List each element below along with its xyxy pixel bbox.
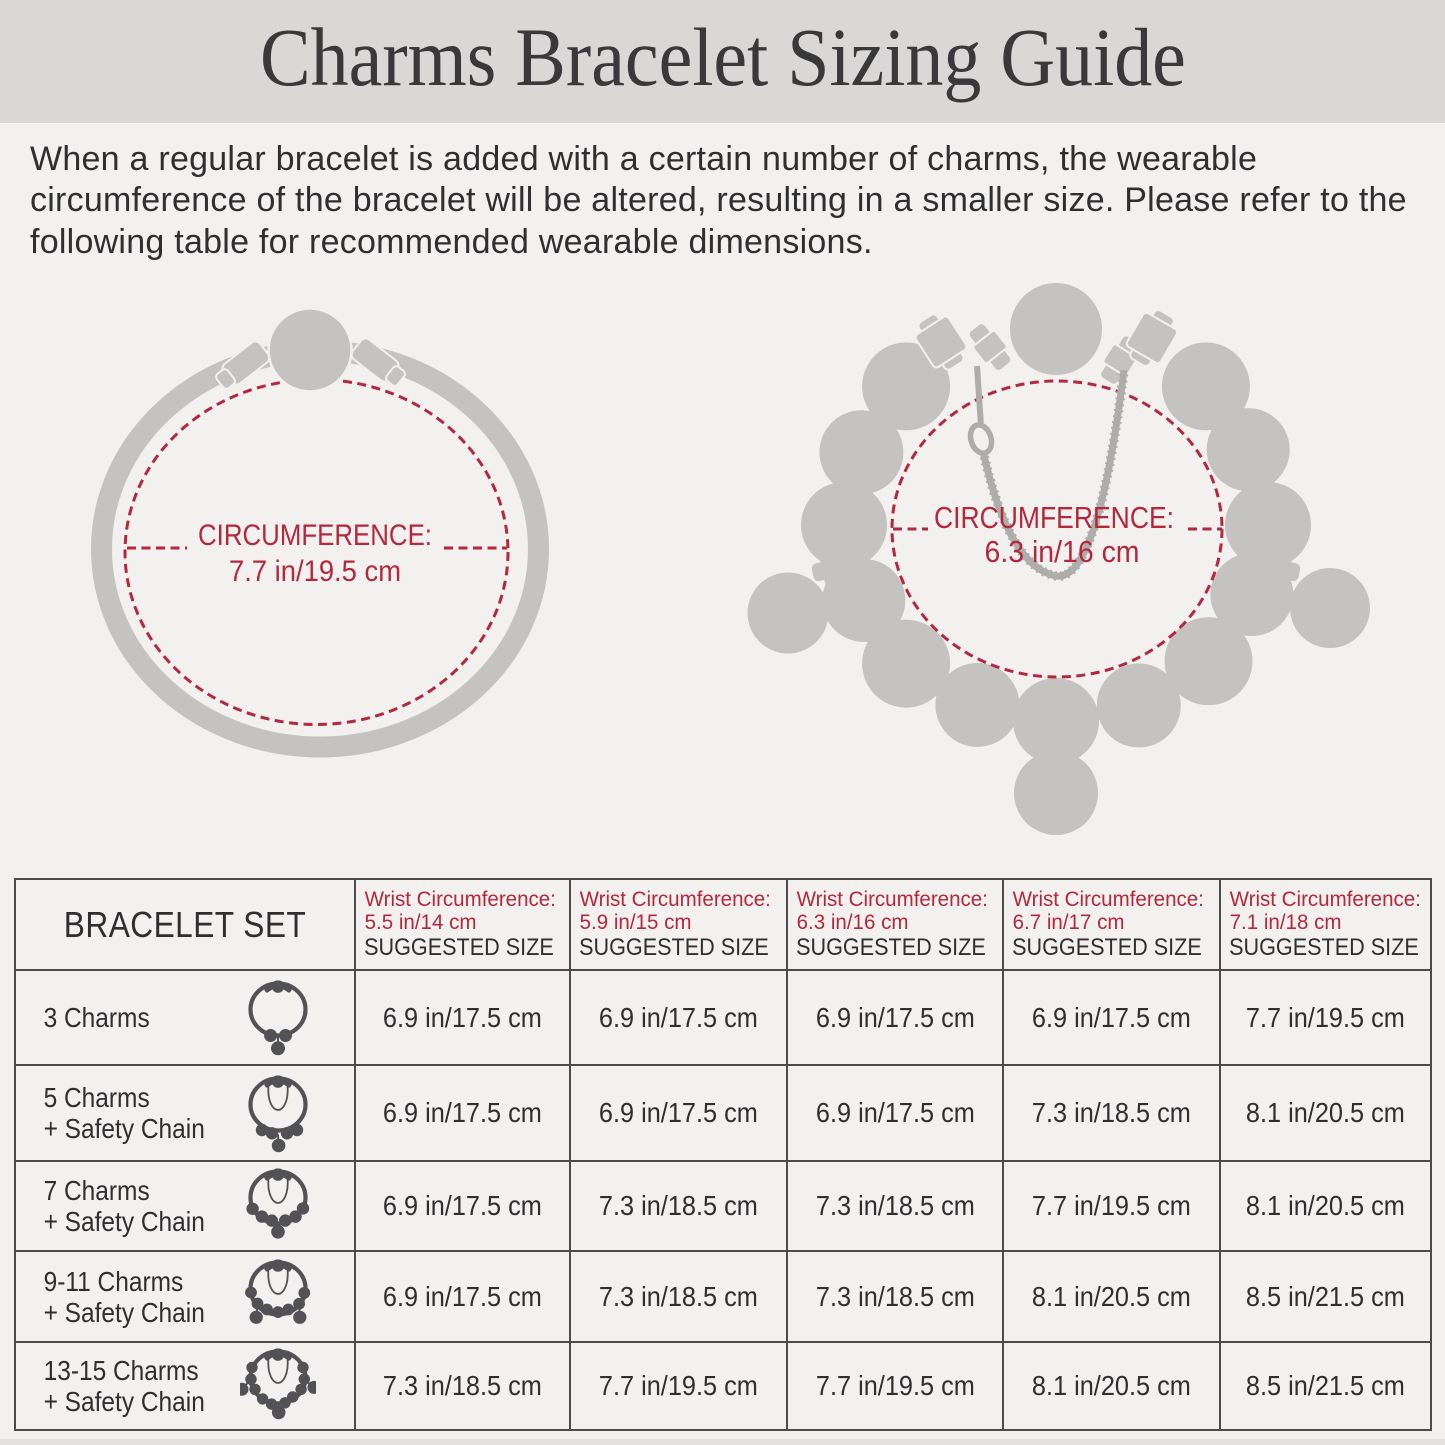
svg-text:CIRCUMFERENCE:: CIRCUMFERENCE: xyxy=(934,500,1174,535)
svg-text:6.3 in/16 cm: 6.3 in/16 cm xyxy=(985,534,1140,569)
svg-text:CIRCUMFERENCE:: CIRCUMFERENCE: xyxy=(198,519,432,552)
svg-text:7.7 in/19.5 cm: 7.7 in/19.5 cm xyxy=(229,555,401,588)
